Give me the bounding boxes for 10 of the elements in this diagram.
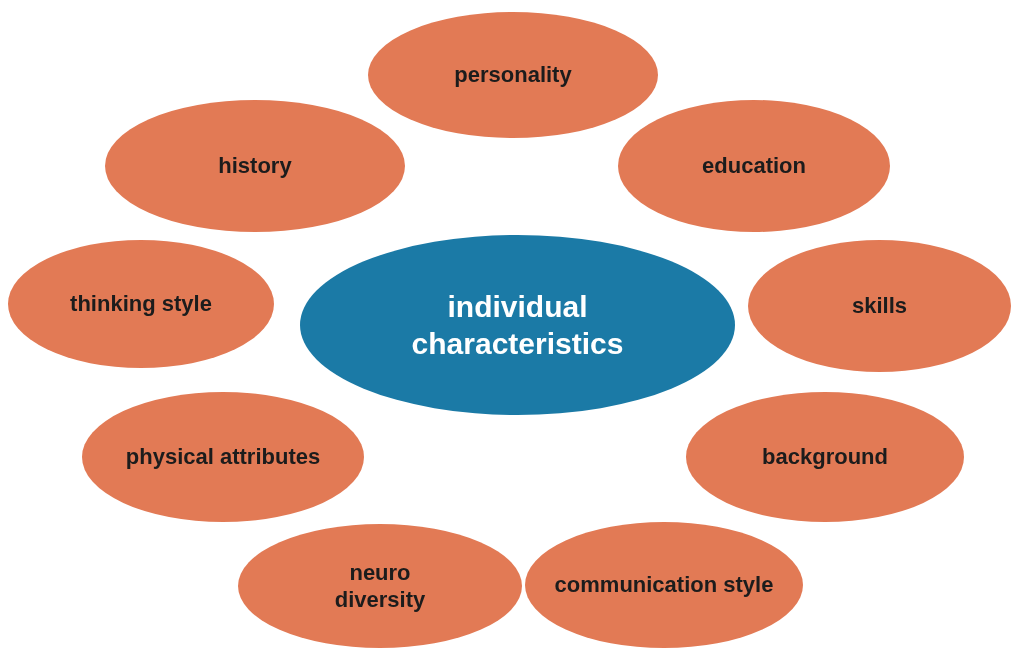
node-label: personality <box>454 61 572 89</box>
node-label: communication style <box>554 571 774 599</box>
node-label: thinking style <box>70 290 212 318</box>
node-label: physical attributes <box>125 443 321 471</box>
node-label: background <box>762 443 888 471</box>
node-label: history <box>218 152 292 180</box>
node-label: neuro diversity <box>333 558 427 614</box>
node-label: education <box>702 152 806 180</box>
node-label: individual characteristics <box>410 288 625 362</box>
node-label: skills <box>851 292 907 320</box>
